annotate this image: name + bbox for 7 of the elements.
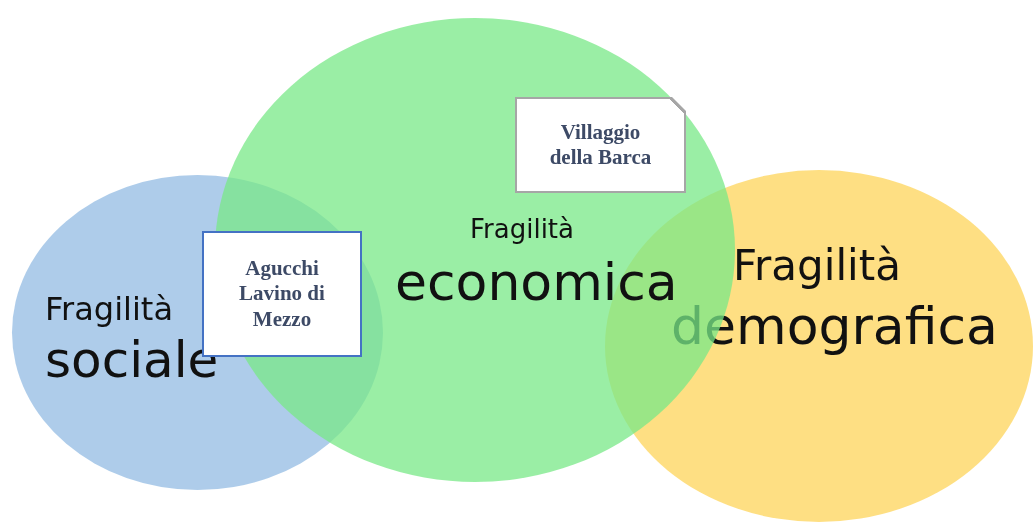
place-name: Villaggio della Barca xyxy=(548,119,653,171)
circle-subtitle: Fragilità xyxy=(733,245,901,287)
circle-title: sociale xyxy=(45,335,219,385)
circle-subtitle: Fragilità xyxy=(470,216,574,242)
place-name: Agucchi Lavino di Mezzo xyxy=(238,256,326,332)
circle-title: economica xyxy=(395,256,678,308)
circle-subtitle: Fragilità xyxy=(45,293,173,325)
